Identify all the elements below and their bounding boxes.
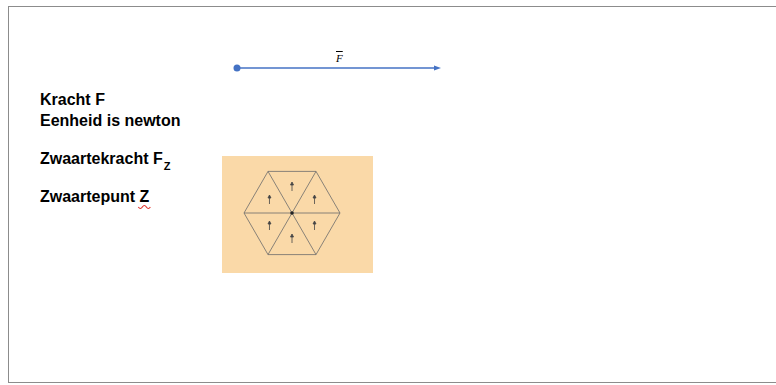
heading-label: Zwaartepunt Z [40, 188, 149, 206]
force-vector [234, 65, 442, 72]
spell-squiggle [138, 206, 150, 209]
hexagon-illustration [222, 156, 373, 273]
vector-label: F [336, 52, 343, 64]
subscript-label: Z [164, 160, 171, 172]
unit-label: Eenheid is newton [40, 112, 180, 130]
heading-label: Zwaartekracht F [40, 150, 163, 168]
heading-label: Kracht F [40, 91, 105, 109]
slide-frame [9, 7, 776, 383]
